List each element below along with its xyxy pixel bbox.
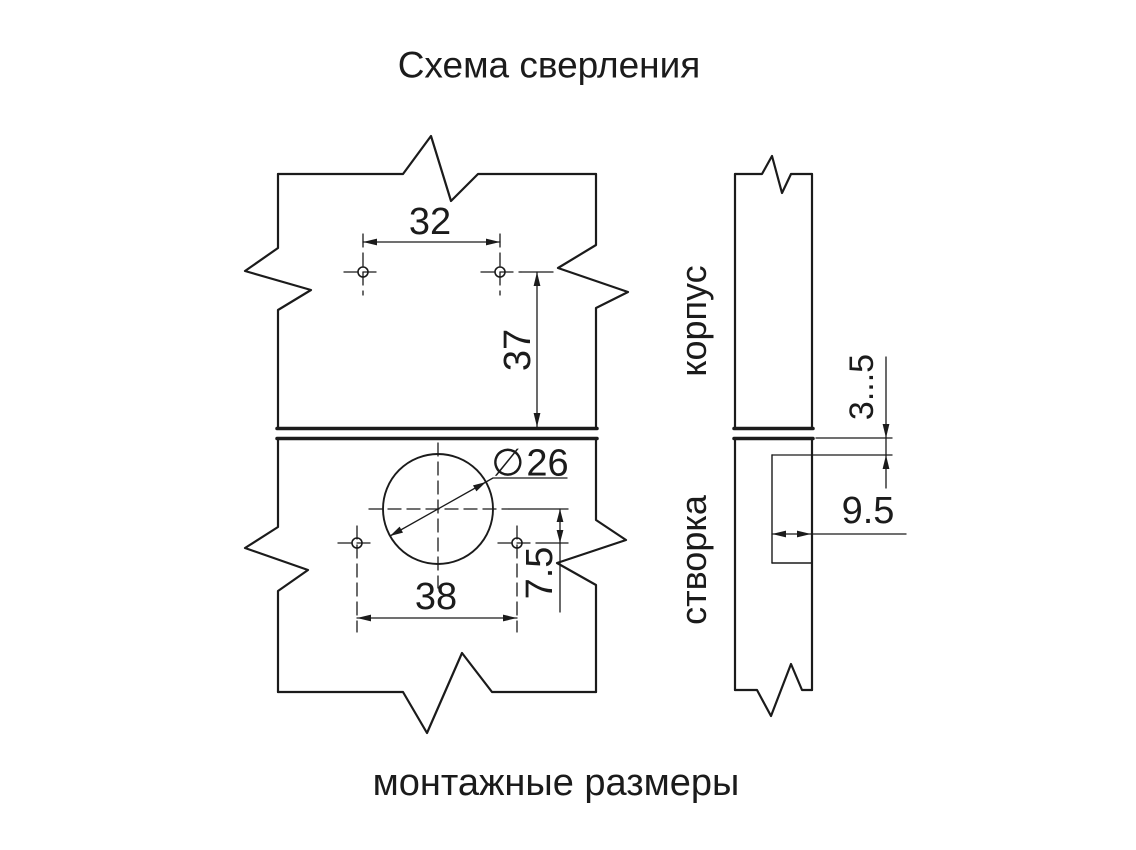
dim-value-diameter: ∅26 — [491, 444, 568, 483]
dimension-3-5 — [771, 356, 893, 489]
edge-body-top-break — [733, 154, 814, 195]
leaf-panel-left-edge — [243, 438, 310, 694]
dim-value-7-5: 7.5 — [519, 546, 561, 600]
caption: монтажные размеры — [372, 762, 740, 804]
face-view-body-panel — [243, 134, 630, 431]
body-panel-top-edge — [276, 134, 598, 203]
leaf-panel-bottom-edge — [276, 651, 598, 735]
cup-recess-section — [771, 454, 812, 564]
face-view-leaf-panel — [243, 436, 628, 735]
page-title: Схема сверления — [397, 44, 701, 86]
dimension-9-5 — [771, 530, 907, 538]
dimension-7-5 — [508, 508, 569, 613]
dim-value-26: 26 — [526, 442, 569, 485]
dim-value-9-5: 9.5 — [841, 490, 895, 532]
dim-value-32: 32 — [408, 201, 452, 243]
dimension-38 — [356, 614, 518, 622]
edge-leaf-bottom-break — [733, 662, 814, 718]
leaf-panel-right-edge — [555, 438, 628, 694]
dim-value-37: 37 — [497, 328, 539, 372]
dim-value-3-5: 3...5 — [843, 353, 881, 421]
dimension-diameter-26 — [389, 477, 568, 537]
body-panel-right-edge — [556, 172, 630, 429]
leaf-panel-label: створка — [673, 495, 714, 625]
dimension-37 — [520, 271, 554, 428]
body-panel-label: корпус — [673, 265, 714, 377]
body-panel-left-edge — [243, 172, 313, 429]
edge-view-body-panel — [732, 154, 815, 431]
diameter-icon: ∅ — [491, 440, 525, 485]
edge-view-leaf-panel — [732, 436, 815, 718]
body-panel-centerlines — [343, 233, 522, 296]
dimension-32 — [362, 238, 501, 246]
dim-value-38: 38 — [414, 576, 458, 618]
